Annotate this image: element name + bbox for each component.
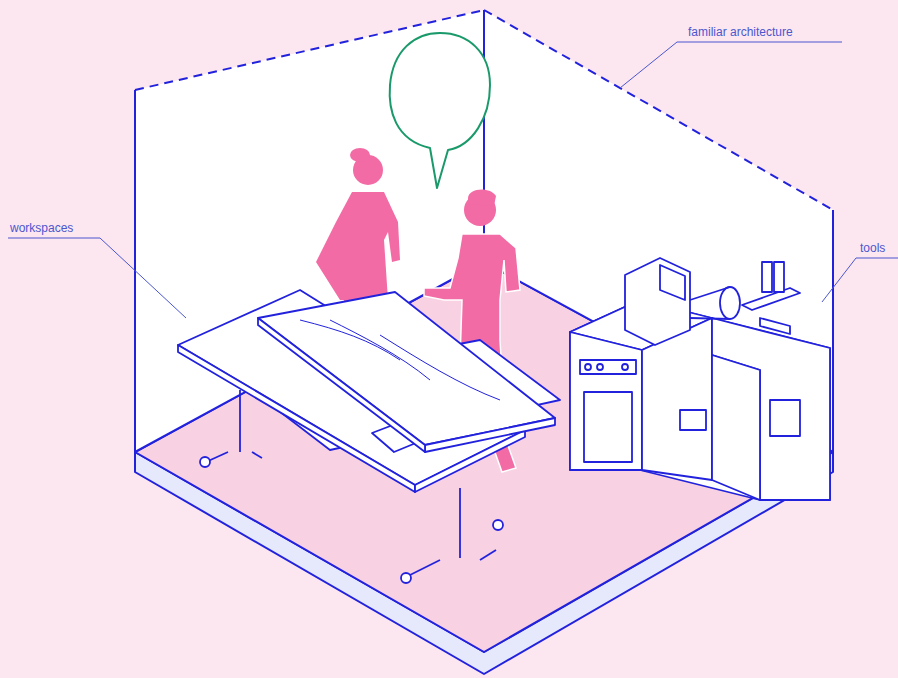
callout-label: tools [860, 241, 885, 255]
callout-label: familiar architecture [688, 25, 793, 39]
callout-label: workspaces [10, 221, 73, 235]
